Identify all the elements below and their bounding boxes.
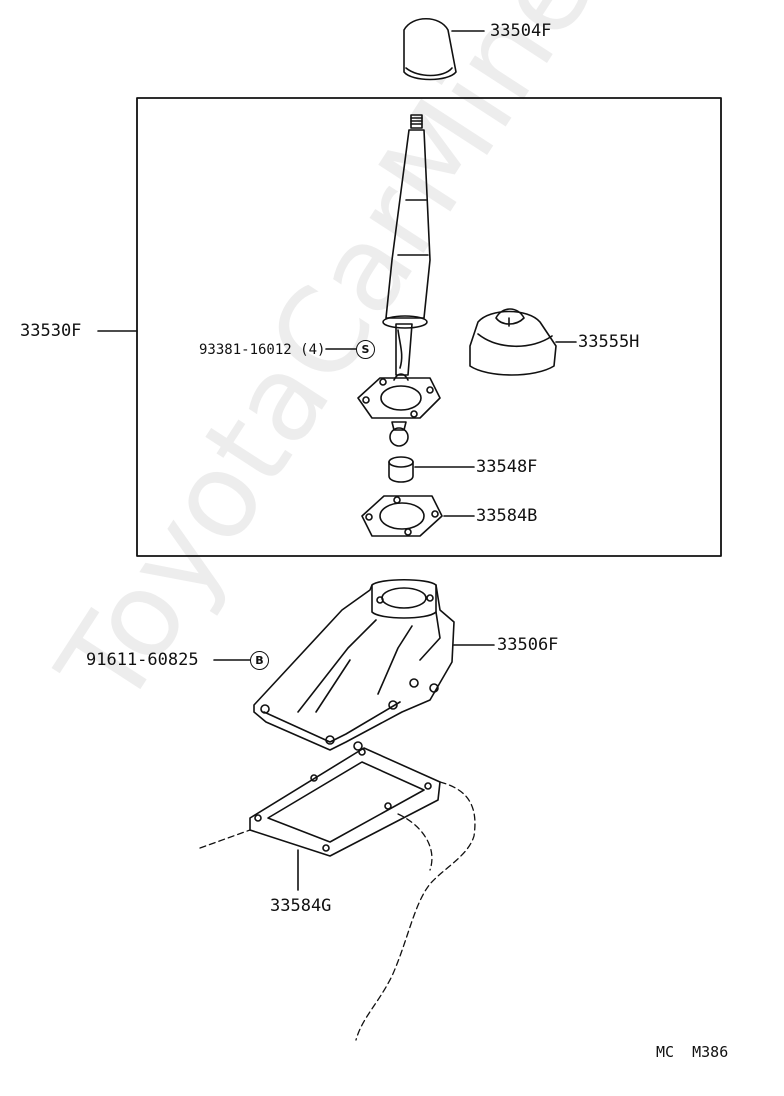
lever-boot [469,308,557,376]
shift-lever [382,114,431,376]
lever-seat-plate [357,373,441,447]
upper-gasket [361,495,443,537]
label-boot: 33555H [578,332,640,352]
bushing [388,456,414,483]
assembly-frame [136,97,722,557]
shift-retainer [253,579,455,751]
label-upper-gasket: 33584B [476,506,538,526]
label-lever-assembly: 33530F [20,321,82,341]
label-bushing: 33548F [476,457,538,477]
lower-gasket [249,747,441,857]
label-knob: 33504F [490,21,552,41]
label-retainer: 33506F [497,635,559,655]
label-lower-gasket: 33584G [270,896,332,916]
shift-knob [403,17,457,81]
transmission-case-outline [199,781,476,1041]
bolt-marker-badge: S [356,340,375,359]
screw-marker-badge: B [250,651,269,670]
figure-reference: MC M386 [656,1043,729,1061]
label-screw: 91611-60825 [86,650,199,670]
label-bolt: 93381-16012 (4) [199,342,326,358]
